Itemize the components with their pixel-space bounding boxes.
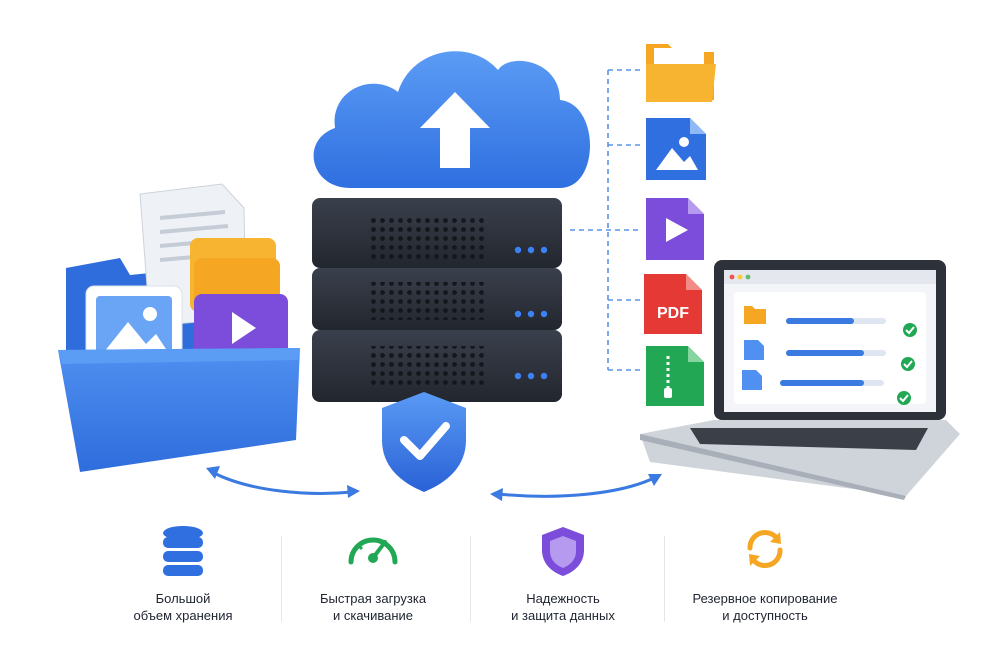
pdf-file-icon: [644, 274, 702, 334]
feature-speed: Быстрая загрузка и скачивание: [278, 520, 468, 640]
laptop-file-row: [744, 306, 917, 337]
image-file-icon: [646, 118, 706, 180]
sync-arrow-left: [206, 466, 360, 498]
feature-storage: Большой объем хранения: [88, 520, 278, 640]
security-shield-icon: [382, 392, 466, 492]
folder-icon: [646, 44, 716, 102]
shield-icon: [542, 527, 584, 576]
folder-with-files-icon: [58, 183, 300, 472]
zip-file-icon: [646, 346, 704, 406]
feature-security: Надежность и защита данных: [468, 520, 658, 640]
features-row: Большой объем хранения Быстрая загрузка …: [0, 520, 994, 640]
pdf-label: PDF: [657, 305, 689, 322]
feature-storage-label: Большой объем хранения: [133, 591, 233, 623]
feature-backup-label: Резервное копирование и доступность: [692, 591, 838, 623]
feature-divider: [281, 536, 282, 622]
feature-speed-label: Быстрая загрузка и скачивание: [319, 591, 427, 623]
feature-divider: [664, 536, 665, 622]
laptop-file-row: [744, 340, 915, 371]
sync-icon: [747, 529, 783, 569]
video-file-icon: [646, 198, 704, 260]
feature-divider: [470, 536, 471, 622]
sync-arrow-right: [490, 474, 662, 501]
laptop-file-row: [742, 370, 911, 405]
illustration-svg: PDF: [58, 44, 960, 501]
laptop-icon: [640, 260, 960, 500]
feature-security-label: Надежность и защита данных: [511, 591, 615, 623]
database-icon: [163, 526, 203, 576]
server-stack-icon: [312, 198, 562, 402]
speedometer-icon: [348, 537, 398, 565]
cloud-upload-icon: [313, 51, 590, 189]
connector-lines: [570, 69, 640, 371]
feature-backup: Резервное копирование и доступность: [670, 520, 860, 640]
